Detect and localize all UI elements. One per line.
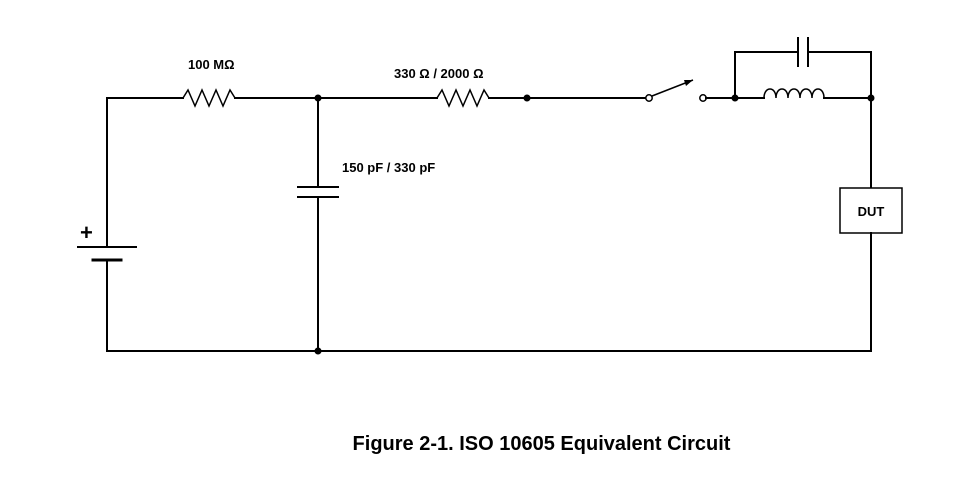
resistor-2 [436,88,490,108]
resistor-1-label: 100 MΩ [188,57,235,72]
switch [645,79,707,102]
dut-label: DUT [858,204,885,219]
resistor-2-label: 330 Ω / 2000 Ω [394,66,484,81]
battery-plus-sign: + [80,220,93,245]
capacitor-label: 150 pF / 330 pF [342,160,435,175]
capacitor [297,186,339,198]
inductor [763,88,825,99]
battery-source [77,246,137,262]
wire-lc-bypass-right [808,51,872,99]
bypass-capacitor [797,37,809,67]
dut-box [839,187,903,234]
figure-caption: Figure 2-1. ISO 10605 Equivalent Circuit [352,433,731,455]
wire-lc-bypass-left [734,51,798,99]
resistor-1 [182,88,236,108]
